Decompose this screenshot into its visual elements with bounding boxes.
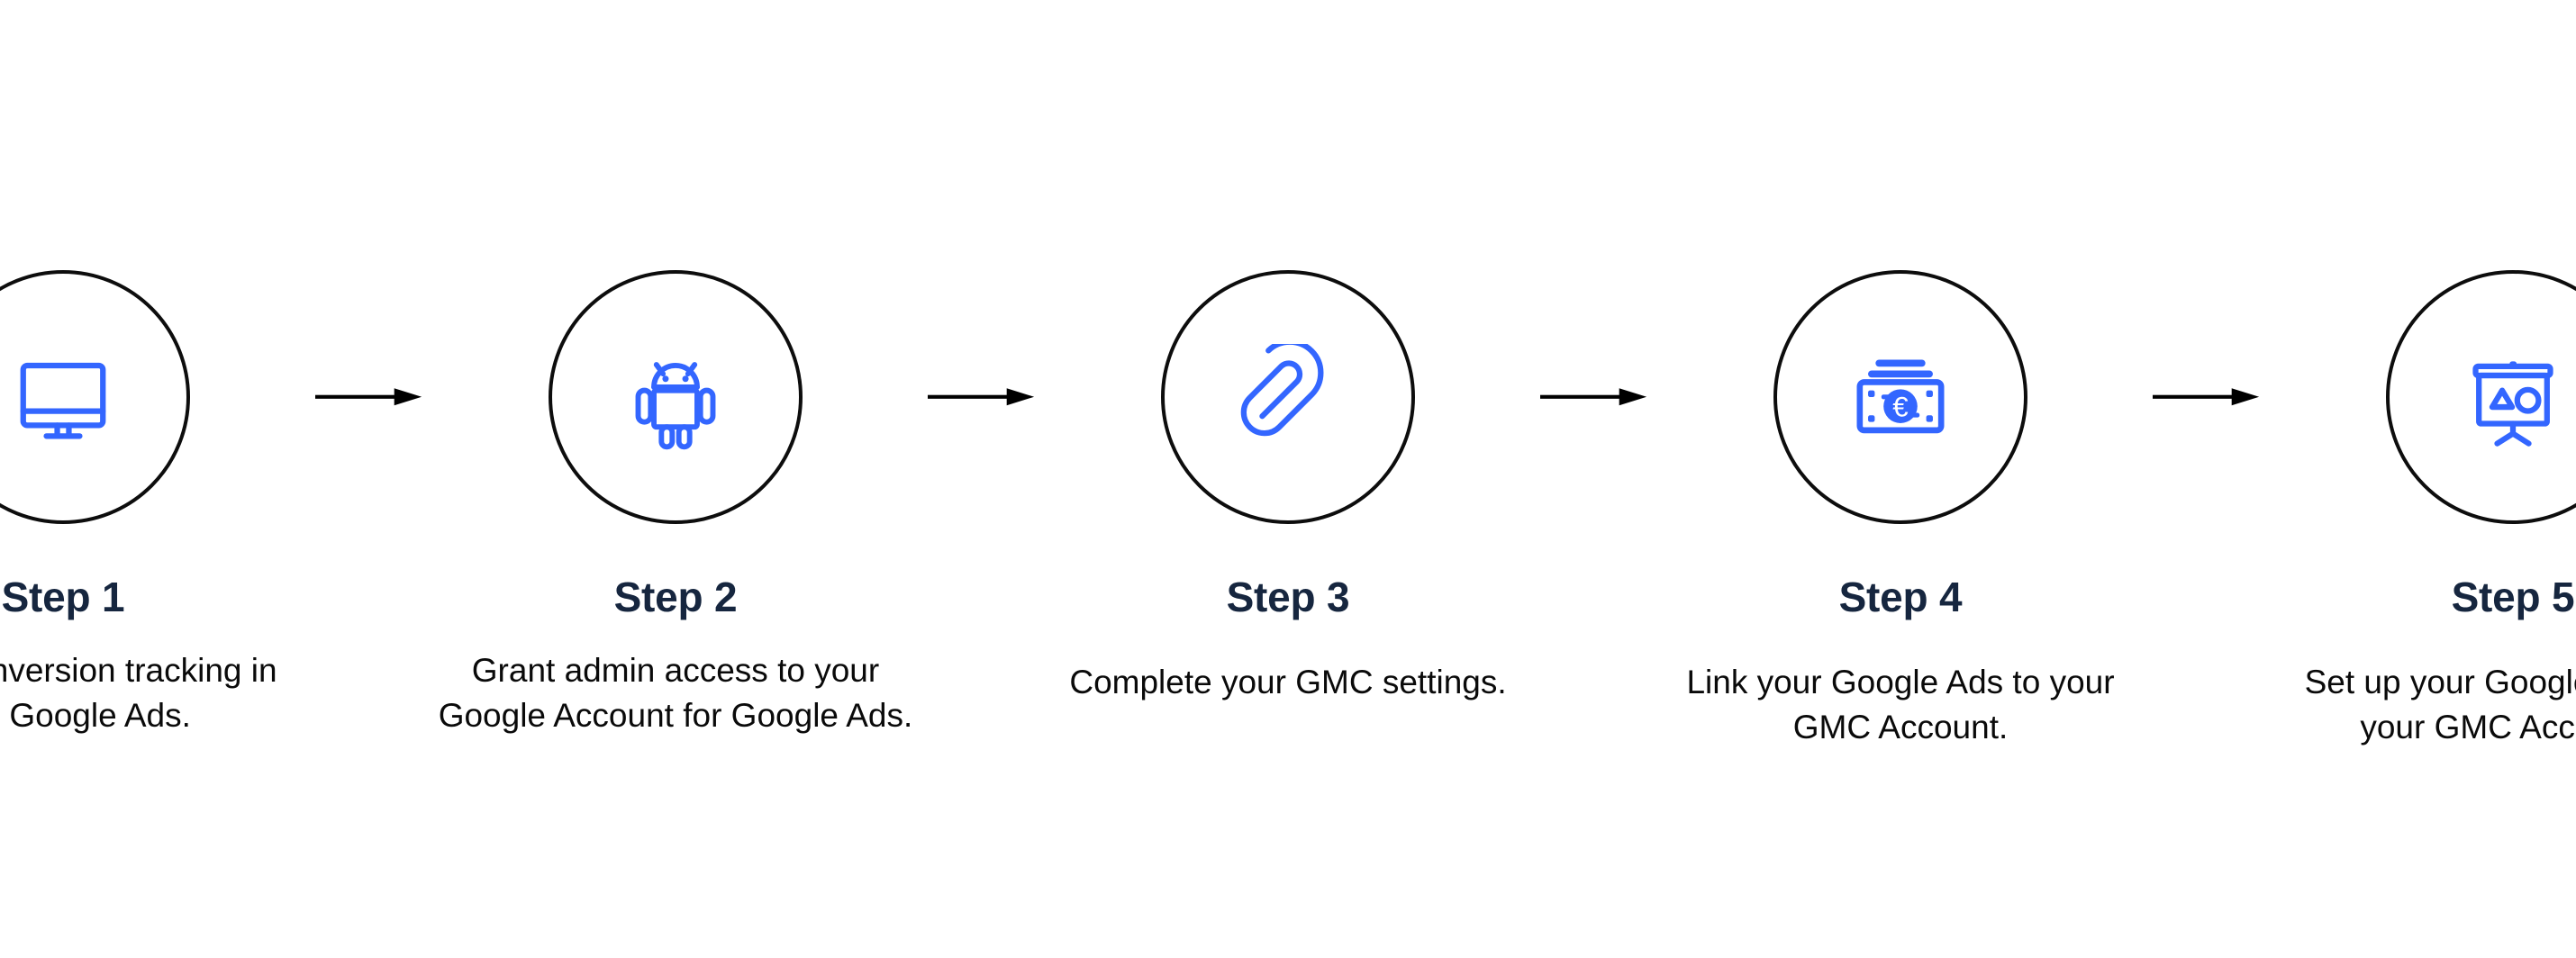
step-4-icon-circle: € (1773, 270, 2027, 524)
desktop-monitor-icon (20, 362, 106, 439)
step-1-icon-circle (0, 270, 190, 524)
step-2: Step 2 Grant admin access to your Google… (423, 0, 928, 738)
arrow-right-icon (315, 388, 422, 406)
step-1-description: Set up conversion tracking in your Googl… (0, 652, 277, 734)
step-3-description: Complete your GMC settings. (1069, 664, 1507, 700)
paperclip-attachment-icon (1240, 344, 1324, 437)
android-robot-icon (635, 362, 716, 450)
step-2-description: Grant admin access to your Google Accoun… (438, 652, 913, 734)
step-5-title: Step 5 (2451, 574, 2575, 620)
connector-2-to-3 (928, 270, 1036, 524)
step-1-title: Step 1 (1, 574, 125, 620)
banknote-euro-money-icon: € (1856, 359, 1945, 434)
svg-text:€: € (1892, 391, 1908, 422)
connector-1-to-2 (315, 270, 423, 524)
step-5-icon-circle (2386, 270, 2576, 524)
step-4: € Step 4 Link your Google Ads to your GM… (1648, 0, 2153, 750)
step-2-title: Step 2 (613, 574, 738, 620)
circle-outline (549, 270, 803, 524)
arrow-right-icon (928, 388, 1035, 406)
connector-3-to-4 (1540, 270, 1648, 524)
step-1: Step 1 Set up conversion tracking in you… (0, 0, 315, 738)
step-5-description: Set up your Google Ads and your GMC Acco… (2304, 664, 2576, 746)
step-4-title: Step 4 (1838, 574, 1963, 620)
arrow-right-icon (2153, 388, 2260, 406)
presentation-board-icon (2472, 361, 2553, 447)
step-4-description: Link your Google Ads to your GMC Account… (1686, 664, 2115, 746)
step-3-title: Step 3 (1226, 574, 1350, 620)
arrow-right-icon (1540, 388, 1647, 406)
connector-4-to-5 (2153, 270, 2261, 524)
step-3: Step 3 Complete your GMC settings. (1036, 0, 1540, 705)
step-3-icon-circle (1161, 270, 1415, 524)
circle-outline (1161, 270, 1415, 524)
step-2-icon-circle (549, 270, 803, 524)
step-5: Step 5 Set up your Google Ads and your G… (2261, 0, 2576, 750)
